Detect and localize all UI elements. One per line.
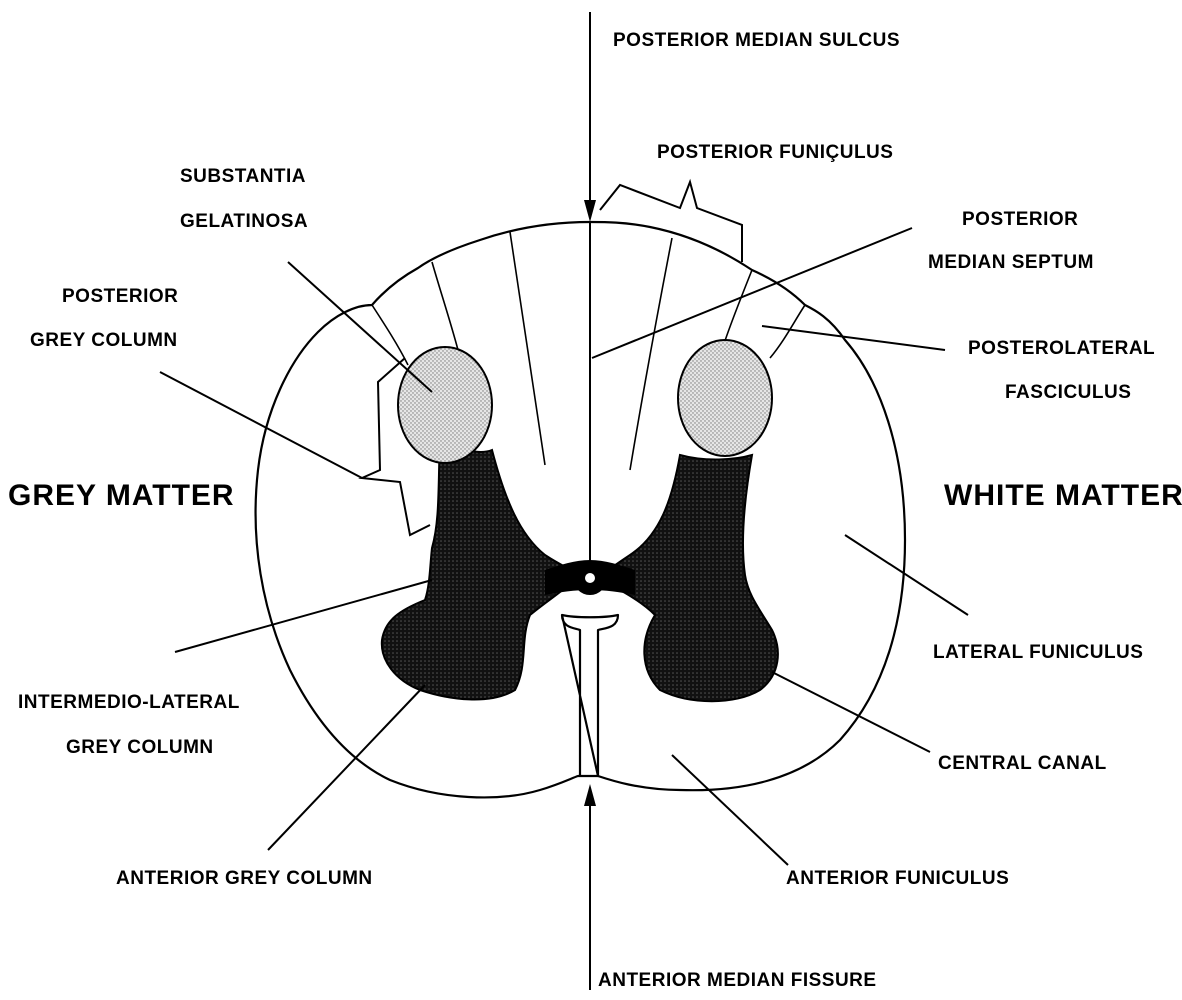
septum-line-left-outer [432, 262, 458, 350]
label-posterior-median-septum-line1: POSTERIOR [962, 209, 1078, 230]
label-anterior-funiculus: ANTERIOR FUNICULUS [786, 868, 1009, 889]
label-anterior-grey-column: ANTERIOR GREY COLUMN [116, 868, 373, 889]
leader-anterior-grey-column [268, 685, 425, 850]
left-substantia-gelatinosa [398, 347, 492, 463]
leader-central-canal [772, 672, 930, 752]
leader-substantia-gelatinosa [288, 262, 432, 392]
posterior-median-sulcus-arrowhead [584, 200, 596, 222]
label-posterior-funiculus: POSTERIOR FUNIÇULUS [657, 142, 893, 163]
label-intermedio-line2: GREY COLUMN [66, 737, 214, 758]
anterior-median-fissure [562, 615, 618, 776]
label-grey-matter: GREY MATTER [8, 479, 235, 512]
label-posterior-grey-column-line2: GREY COLUMN [30, 330, 178, 351]
posterior-funiculus-bracket [600, 182, 742, 262]
anterior-median-fissure-arrowhead [584, 784, 596, 806]
septum-line-right-2 [722, 270, 752, 350]
label-posterolateral-line2: FASCICULUS [1005, 382, 1131, 403]
septum-line-left-2 [510, 232, 545, 465]
label-lateral-funiculus: LATERAL FUNICULUS [933, 642, 1143, 663]
label-intermedio-line1: INTERMEDIO-LATERAL [18, 692, 240, 713]
central-canal-lumen [585, 573, 595, 583]
label-posterior-median-sulcus: POSTERIOR MEDIAN SULCUS [613, 30, 900, 51]
label-anterior-median-fissure: ANTERIOR MEDIAN FISSURE [598, 970, 877, 991]
leader-lateral-funiculus [845, 535, 968, 615]
leader-posterolateral-fasciculus [762, 326, 945, 350]
septum-line-right-1 [630, 238, 672, 470]
label-posterior-grey-column-line1: POSTERIOR [62, 286, 178, 307]
right-substantia-gelatinosa [678, 340, 772, 456]
label-white-matter: WHITE MATTER [944, 479, 1182, 512]
leader-anterior-funiculus [672, 755, 788, 865]
label-posterolateral-line1: POSTEROLATERAL [968, 338, 1155, 359]
leader-posterior-grey-column [160, 372, 362, 478]
label-central-canal: CENTRAL CANAL [938, 753, 1107, 774]
label-substantia-line2: GELATINOSA [180, 211, 308, 232]
label-substantia-line1: SUBSTANTIA [180, 166, 306, 187]
label-posterior-median-septum-line2: MEDIAN SEPTUM [928, 252, 1094, 273]
septum-line-left-1 [372, 305, 408, 365]
